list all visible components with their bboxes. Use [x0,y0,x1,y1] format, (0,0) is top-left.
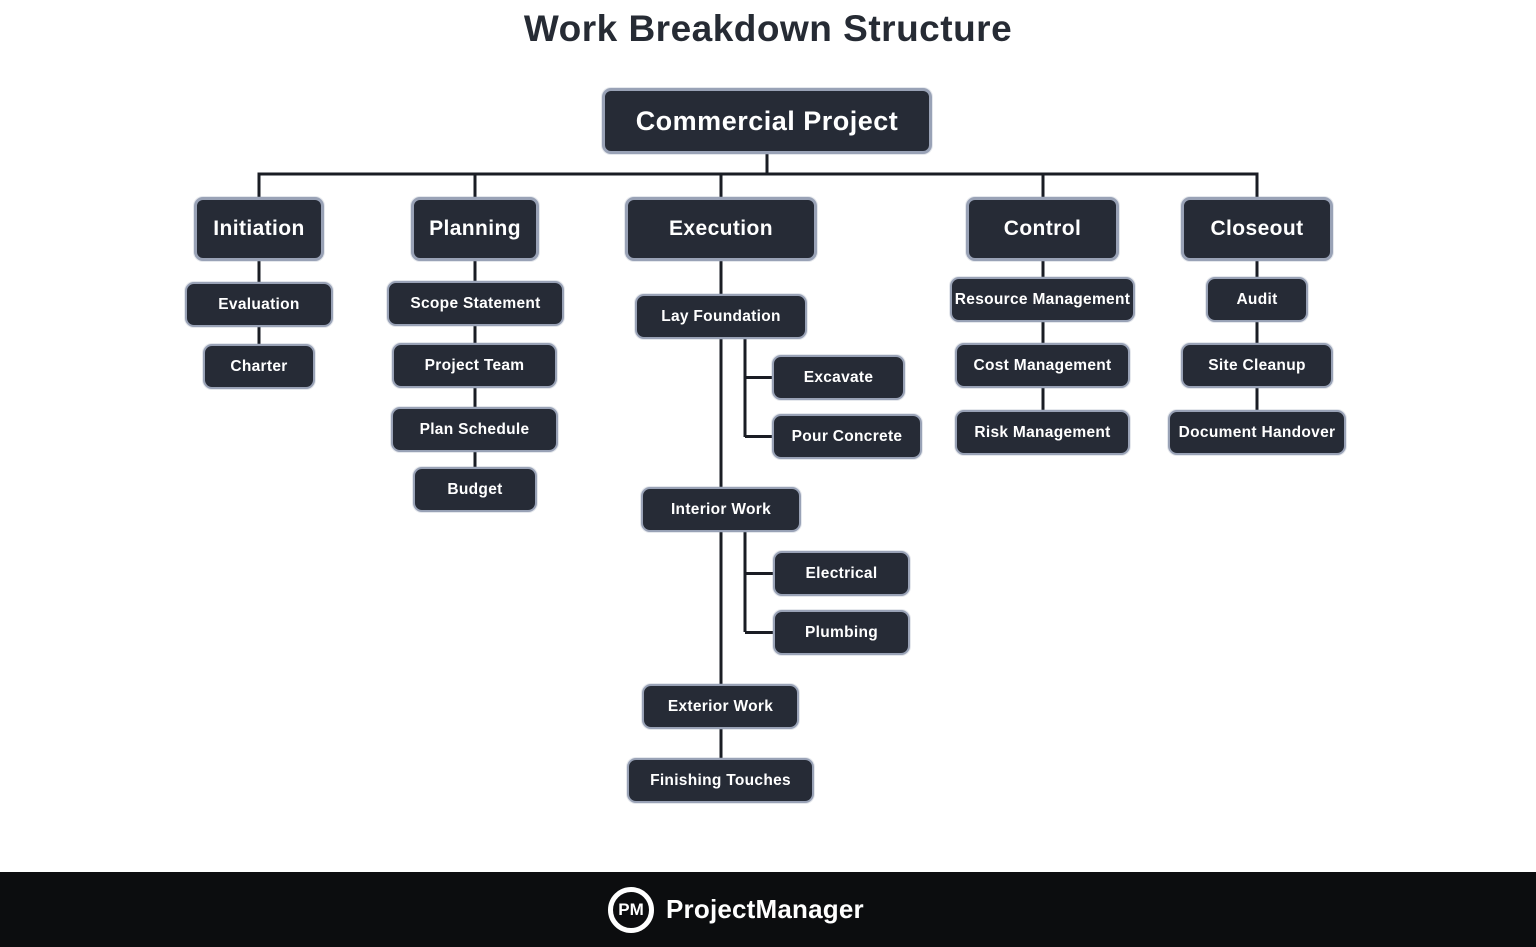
node-interior-work: Interior Work [641,487,801,532]
page-title: Work Breakdown Structure [523,8,1013,49]
node-audit: Audit [1206,277,1308,322]
node-electrical: Electrical [773,551,910,596]
node-closeout: Closeout [1181,197,1333,261]
node-commercial-project: Commercial Project [602,88,932,154]
node-charter: Charter [203,344,315,389]
node-evaluation: Evaluation [185,282,333,327]
node-budget: Budget [413,467,537,512]
node-plumbing: Plumbing [773,610,910,655]
node-exterior-work: Exterior Work [642,684,799,729]
brand-name: ProjectManager [666,894,864,924]
node-cost-management: Cost Management [955,343,1130,388]
node-lay-foundation: Lay Foundation [635,294,807,339]
node-plan-schedule: Plan Schedule [391,407,558,452]
node-execution: Execution [625,197,817,261]
footer-bar: PM ProjectManager [0,872,1536,947]
node-document-handover: Document Handover [1168,410,1346,455]
node-finishing-touches: Finishing Touches [627,758,814,803]
node-planning: Planning [411,197,539,261]
projectmanager-logo: PM ProjectManager [608,872,864,947]
node-risk-management: Risk Management [955,410,1130,455]
node-excavate: Excavate [772,355,905,400]
node-initiation: Initiation [194,197,324,261]
node-control: Control [966,197,1119,261]
node-site-cleanup: Site Cleanup [1181,343,1333,388]
pm-logo-icon: PM [608,886,654,933]
node-project-team: Project Team [392,343,557,388]
node-scope-statement: Scope Statement [387,281,564,326]
node-resource-management: Resource Management [950,277,1135,322]
node-pour-concrete: Pour Concrete [772,414,922,459]
